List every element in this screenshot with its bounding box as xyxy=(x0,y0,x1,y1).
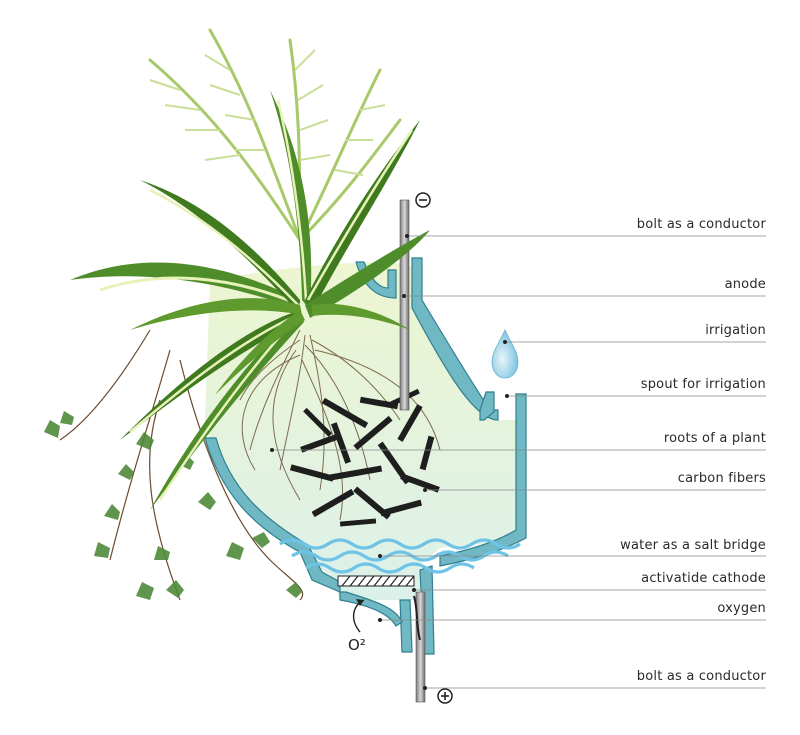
bottom-bolt xyxy=(415,591,426,703)
label-cathode: activatide cathode xyxy=(641,571,766,586)
label-bolt-bottom: bolt as a conductor xyxy=(636,669,766,684)
label-spout: spout for irrigation xyxy=(640,377,766,392)
leader-lines xyxy=(272,235,766,689)
ivy-leaves xyxy=(44,411,302,600)
water-drop-icon xyxy=(491,329,519,379)
plant-roots xyxy=(239,329,441,521)
top-bolt xyxy=(399,199,410,411)
oxygen-symbol: O² xyxy=(348,636,366,654)
label-anode: anode xyxy=(724,277,766,292)
label-irrigation: irrigation xyxy=(705,323,766,338)
ivy-vines xyxy=(59,329,304,601)
leader-dots xyxy=(270,234,509,690)
label-bolt-top: bolt as a conductor xyxy=(636,217,766,232)
palm-leaflets xyxy=(149,49,386,176)
spider-plant-leaves xyxy=(70,90,430,510)
cathode-block xyxy=(337,575,415,587)
label-carbon-fibers: carbon fibers xyxy=(677,471,766,486)
label-water: water as a salt bridge xyxy=(620,538,766,553)
label-oxygen: oxygen xyxy=(717,601,766,616)
carbon-fibers xyxy=(289,388,440,527)
water-salt-bridge xyxy=(279,538,521,574)
label-roots: roots of a plant xyxy=(663,431,766,446)
